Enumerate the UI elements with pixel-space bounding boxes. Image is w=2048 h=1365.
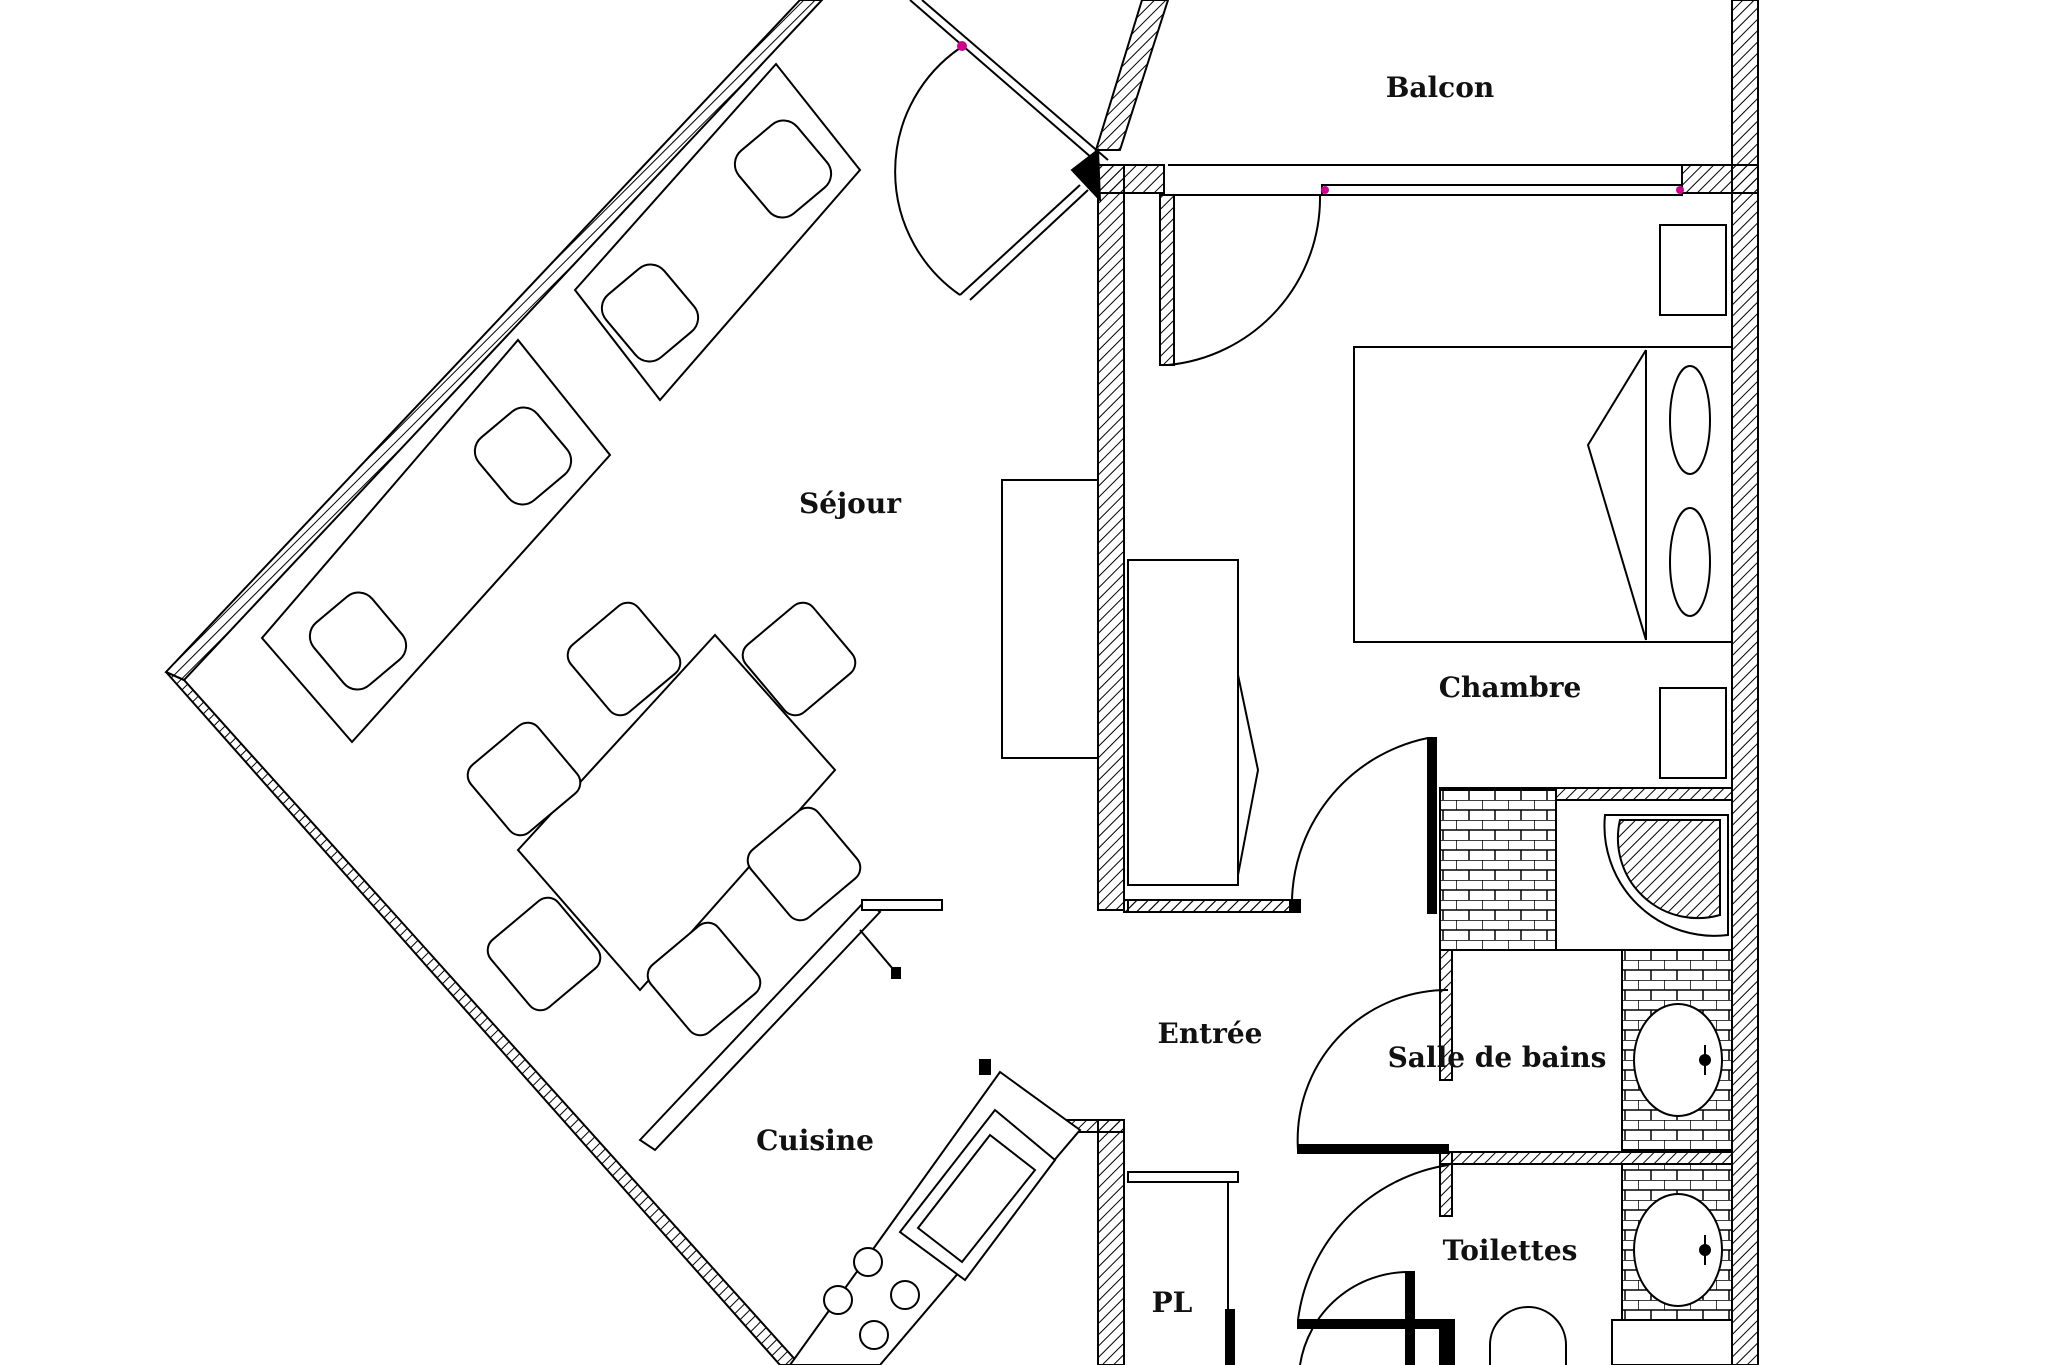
chair [566,601,682,717]
bedroom-entry-door [1289,737,1437,914]
toilet-bowl [1489,1306,1567,1365]
hob-burner [890,1280,920,1310]
wall-right [1731,0,1759,1365]
wardrobe [1127,559,1295,913]
hob-burner [853,1247,883,1277]
chair [646,921,762,1037]
room-label-salle-de-bains: Salle de bains [1388,1041,1607,1074]
chair [741,601,857,717]
room-label-entree: Entrée [1157,1017,1262,1050]
balcony-door [894,0,1109,301]
wall-lower-vertical [1097,1119,1125,1365]
room-label-cuisine: Cuisine [756,1124,874,1157]
pillow [1669,507,1711,617]
shower-basin [1616,819,1721,920]
sideboard [1001,479,1099,759]
dining-table [516,633,837,992]
room-label-chambre: Chambre [1439,671,1582,704]
chair [486,896,602,1012]
fixing-point [957,41,967,51]
room-label-placard: PL [1152,1286,1193,1319]
storage-closet [1127,1171,1239,1365]
washbasin [1633,1193,1723,1307]
dining-chairs [466,601,862,1037]
washbasin [1633,1003,1723,1117]
fixing-point [1676,186,1684,194]
nightstands [1659,224,1727,779]
room-label-sejour: Séjour [799,487,902,520]
wall-toilet-left [1439,1151,1453,1217]
wall-lower-left [165,671,802,1365]
room-label-balcon: Balcon [1386,71,1495,104]
hob-burner [823,1285,853,1315]
sofa-upper [573,62,862,402]
bedroom-door [1159,194,1322,366]
balcony [1168,164,1684,196]
toilet-room [1489,1193,1733,1365]
wall-balcony-diagonal [1094,0,1170,151]
wall-toilet-top [1439,1151,1733,1165]
fixing-point [1321,186,1329,194]
kitchen-counter [788,1059,1082,1365]
bed [1353,346,1733,643]
toilet-door [1297,1164,1455,1365]
nightstand [1659,687,1727,779]
wall-bedroom-top [1097,164,1165,194]
chair [466,721,582,837]
room-label-toilettes: Toilettes [1443,1234,1578,1267]
hob-burner [859,1320,889,1350]
tile-wall [1439,789,1557,951]
wall-center-vertical [1097,164,1125,911]
pillow [1669,365,1711,475]
nightstand [1659,224,1727,316]
sofa-lower [260,338,612,744]
chair [746,806,862,922]
bathroom-door [1296,988,1449,1154]
kitchen-partition [638,898,943,1152]
bathroom [1439,789,1733,1321]
